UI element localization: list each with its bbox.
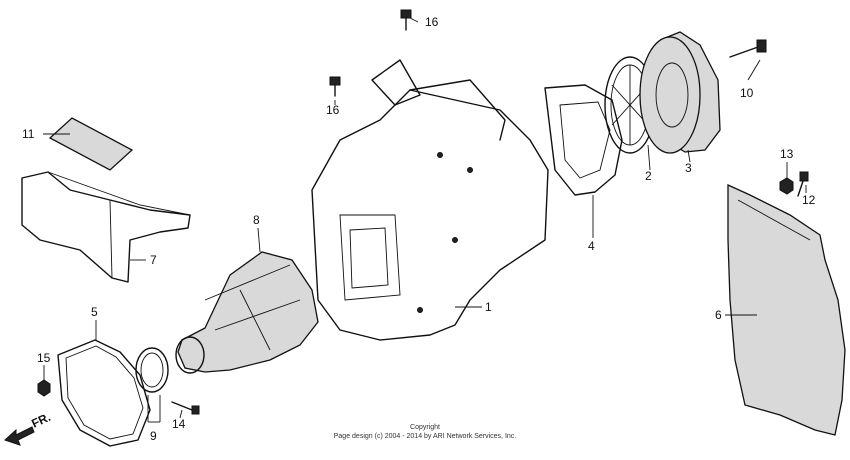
callout-6: 6 [715,308,722,322]
part-6-shroud-panel [727,183,846,436]
part-15-nut [37,379,51,397]
part-11-top-shroud [48,117,134,171]
part-16-bolt-left [329,76,341,97]
callout-11: 11 [22,127,35,141]
part-16-bolt-top [400,9,412,31]
part-12-bolt [797,171,809,197]
callout-12: 12 [802,193,816,207]
part-8-air-guide [175,251,319,374]
callout-3: 3 [685,161,692,175]
callout-13: 13 [780,147,794,161]
callout-14: 14 [172,417,186,431]
callout-7: 7 [150,253,157,267]
callout-5: 5 [91,305,98,319]
callout-16-top: 16 [425,15,439,29]
copyright-line-2: Page design (c) 2004 - 2014 by ARI Netwo… [333,433,517,440]
callout-15: 15 [37,351,51,365]
callout-2: 2 [645,169,652,183]
callout-16-left: 16 [326,103,340,117]
part-1-fan-housing [311,59,549,341]
part-9-clamp [135,347,169,393]
leader-lines [43,17,807,423]
callout-1: 1 [485,300,492,314]
part-10-bolt [729,39,767,58]
callout-4: 4 [588,239,595,253]
part-4-bracket [544,84,623,196]
front-direction-arrow-icon [4,426,35,446]
callout-labels: 16 16 11 7 8 5 15 9 14 1 4 2 3 10 13 12 … [22,15,816,443]
part-7-cover-plate [21,171,191,283]
part-14-bolt [171,401,200,415]
part-5-gasket [57,339,151,447]
part-13-nut [779,177,794,195]
part-3-starter-case [639,31,721,154]
callout-8: 8 [253,213,260,227]
copyright-line-1: Copyright [410,424,440,431]
callout-10: 10 [740,86,754,100]
callout-9: 9 [150,429,157,443]
